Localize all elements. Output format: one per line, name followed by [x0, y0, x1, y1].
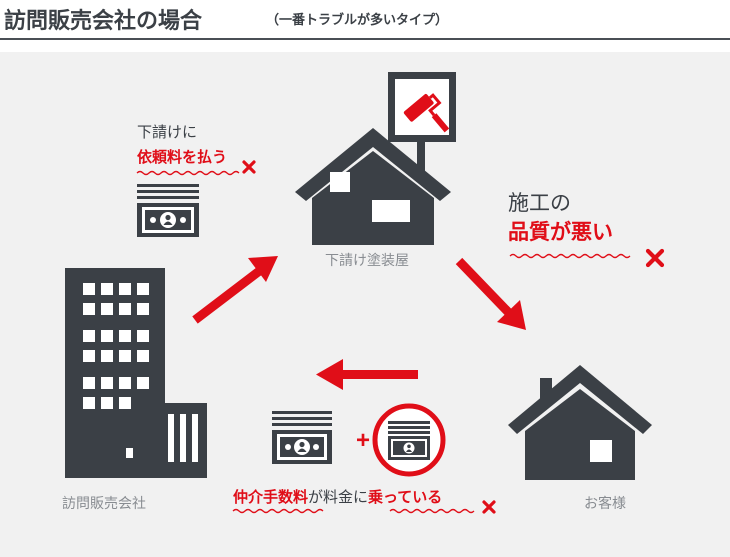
quality-note-line1: 施工の — [508, 191, 571, 215]
money-stack-icon — [372, 403, 446, 477]
house-icon — [295, 72, 456, 245]
cross-mark-icon — [482, 500, 496, 514]
wavy-underline — [389, 508, 475, 514]
page-title: 訪問販売会社の場合 — [4, 9, 203, 34]
commission-part1: 仲介手数料 — [233, 488, 309, 506]
quality-note-line2: 品質が悪い — [508, 220, 613, 244]
paint-roller-icon — [403, 93, 450, 133]
customer-label: お客様 — [584, 496, 626, 512]
wavy-underline — [509, 253, 631, 259]
arrow-icon — [316, 359, 418, 390]
commission-note: 仲介手数料が料金に乗っている — [233, 486, 442, 507]
payment-note-line1: 下請けに — [137, 123, 198, 141]
wavy-underline — [232, 508, 324, 514]
company-label: 訪問販売会社 — [62, 496, 146, 512]
money-stack-icon — [137, 184, 199, 237]
plus-sign: + — [356, 427, 370, 454]
commission-part3: 乗っている — [368, 488, 443, 506]
office-building-icon — [65, 268, 207, 478]
arrow-icon — [455, 257, 526, 330]
subcontractor-label: 下請け塗装屋 — [325, 253, 409, 269]
money-stack-icon — [272, 411, 332, 464]
commission-part2: が料金に — [308, 488, 369, 506]
payment-note-line2: 依頼料を払う — [137, 148, 228, 166]
cross-mark-icon — [242, 160, 256, 174]
wavy-underline — [136, 170, 240, 176]
house-icon — [508, 365, 652, 480]
arrow-icon — [192, 256, 278, 324]
page-subtitle: （一番トラブルが多いタイプ） — [266, 13, 449, 28]
cross-mark-icon — [645, 248, 665, 268]
header: 訪問販売会社の場合 （一番トラブルが多いタイプ） — [0, 0, 730, 40]
